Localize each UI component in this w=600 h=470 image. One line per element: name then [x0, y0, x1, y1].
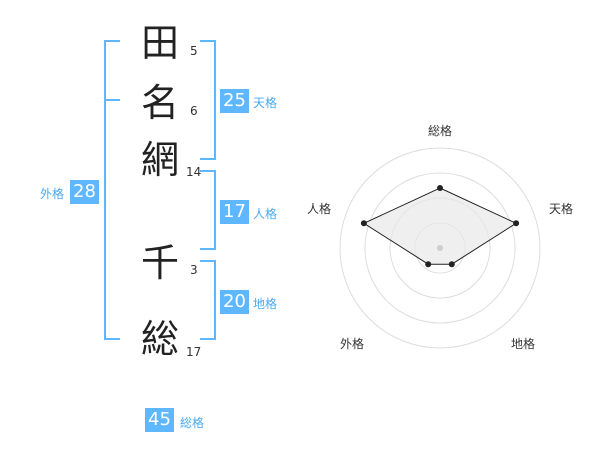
radar-point-3 — [448, 261, 455, 268]
radar-point-1 — [437, 185, 443, 191]
chikaku-label: 地格 — [253, 297, 278, 311]
name-char-1: 田 — [140, 21, 179, 65]
soukaku-badge: 45 — [145, 408, 174, 432]
radar-center-dot — [437, 245, 443, 251]
radar-axis-label-soukaku: 総格 — [428, 124, 453, 138]
gaikaku-badge: 28 — [70, 180, 99, 204]
name-char-3: 網 — [140, 138, 179, 182]
jinkaku-badge: 17 — [220, 200, 249, 224]
radar-axis-label-jinkaku: 人格 — [307, 202, 332, 216]
jinkaku-bracket — [200, 170, 216, 250]
tenkaku-label: 天格 — [253, 96, 278, 110]
gaikaku-bracket — [104, 40, 120, 340]
radar-axis-label-chikaku: 地格 — [511, 337, 536, 351]
chikaku-badge: 20 — [220, 290, 249, 314]
name-char-5: 総 — [140, 317, 179, 361]
radar-ring — [339, 147, 541, 349]
radar-point-2 — [513, 220, 520, 227]
tenkaku-bracket — [200, 40, 216, 160]
stroke-count-1: 5 — [190, 44, 198, 58]
stroke-count-2: 6 — [190, 104, 198, 118]
radar-series-polygon — [362, 187, 518, 265]
stroke-count-5: 17 — [186, 345, 202, 359]
radar-point-4 — [425, 261, 432, 268]
chikaku-bracket — [200, 260, 216, 340]
radar-ring — [364, 172, 516, 324]
stroke-count-4: 3 — [190, 263, 198, 277]
gaikaku-label: 外格 — [40, 187, 65, 201]
radar-axis-label-gaikaku: 外格 — [340, 337, 365, 351]
soukaku-label: 総格 — [180, 416, 205, 430]
name-char-4: 千 — [140, 241, 179, 285]
radar-axis-label-tenkaku: 天格 — [549, 202, 574, 216]
radar-point-5 — [360, 220, 367, 227]
name-char-2: 名 — [140, 81, 179, 125]
jinkaku-label: 人格 — [253, 207, 278, 221]
stroke-count-3: 14 — [186, 165, 202, 179]
tenkaku-badge: 25 — [220, 89, 249, 113]
gaikaku-bracket-tick — [104, 99, 120, 101]
